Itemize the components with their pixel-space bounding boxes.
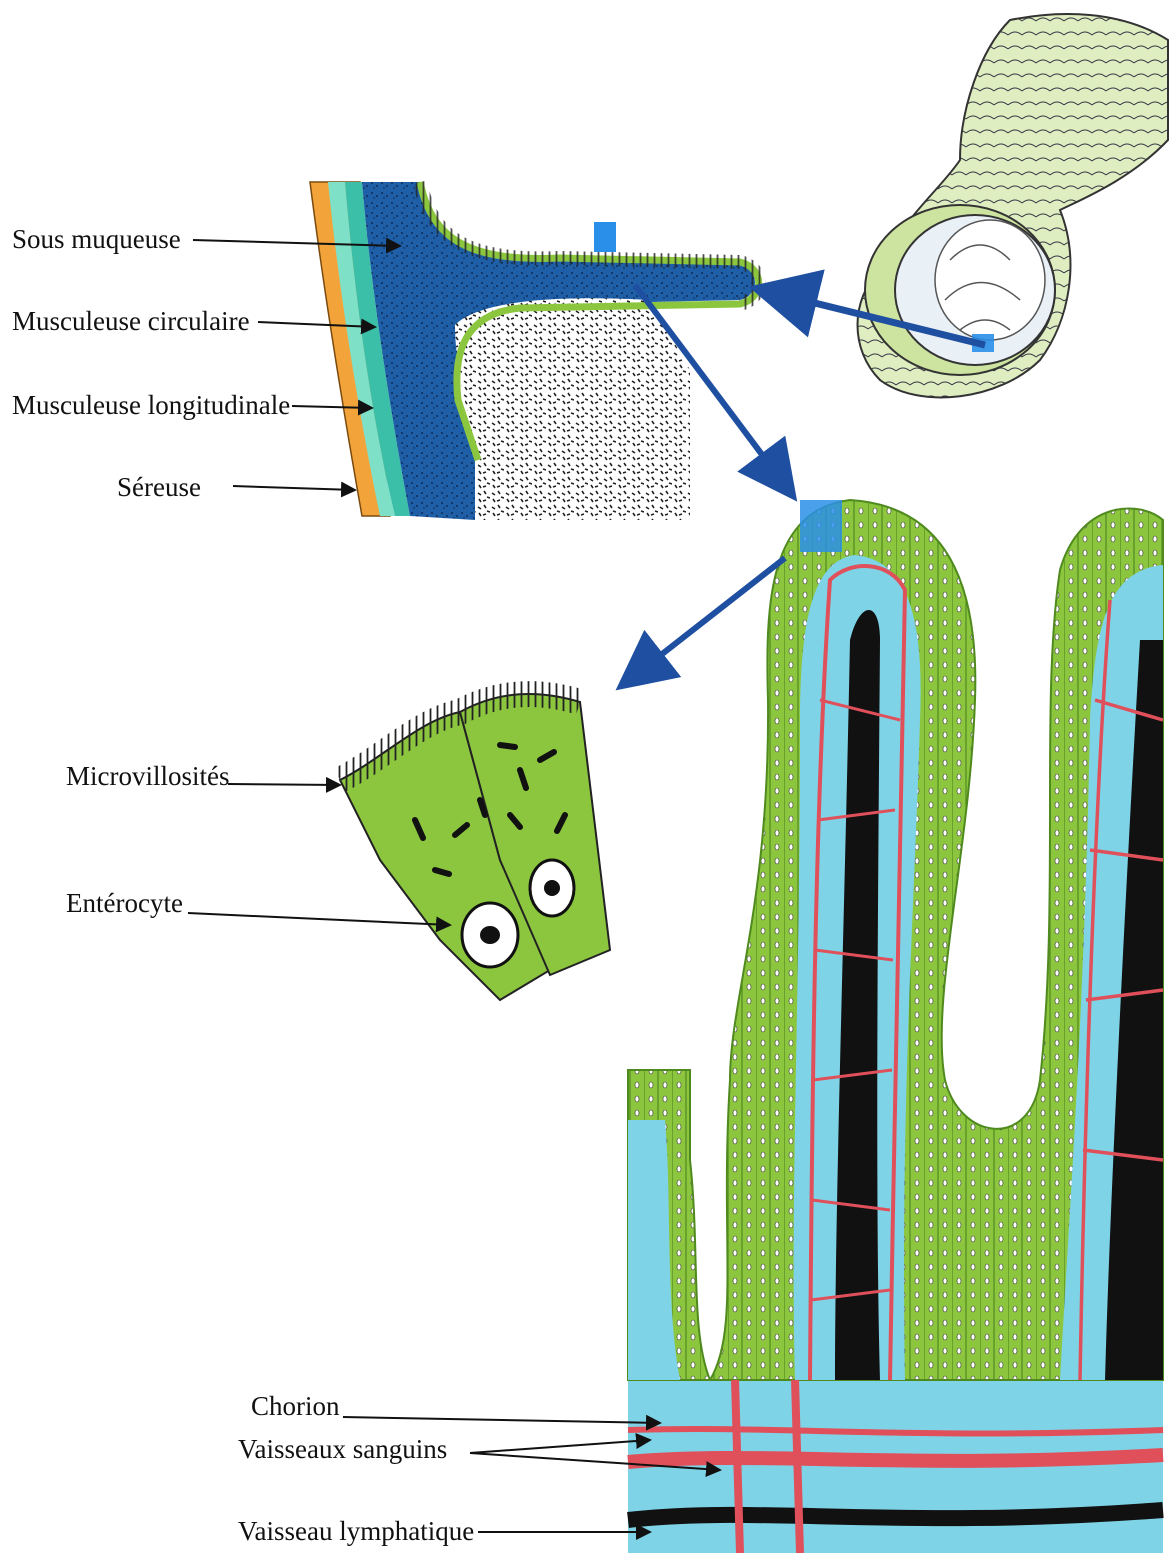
label-sous-muqueuse: Sous muqueuse: [12, 224, 181, 254]
label-musculeuse-longitudinale: Musculeuse longitudinale: [12, 390, 290, 420]
villi-section: [628, 500, 1163, 1553]
arrow-villus-to-cells: [625, 558, 785, 683]
enterocyte-cells: [340, 694, 610, 1000]
label-musculeuse-circulaire: Musculeuse circulaire: [12, 306, 250, 336]
label-vaisseaux-sanguins: Vaisseaux sanguins: [238, 1434, 447, 1464]
intestine-tube: [858, 14, 1169, 397]
label-microvillosites: Microvillosités: [66, 761, 230, 791]
wall-section: [310, 182, 759, 520]
label-chorion: Chorion: [251, 1391, 340, 1421]
label-vaisseau-lymphatique: Vaisseau lymphatique: [238, 1516, 474, 1546]
label-enterocyte: Entérocyte: [66, 888, 183, 918]
label-sereuse: Séreuse: [117, 472, 201, 502]
